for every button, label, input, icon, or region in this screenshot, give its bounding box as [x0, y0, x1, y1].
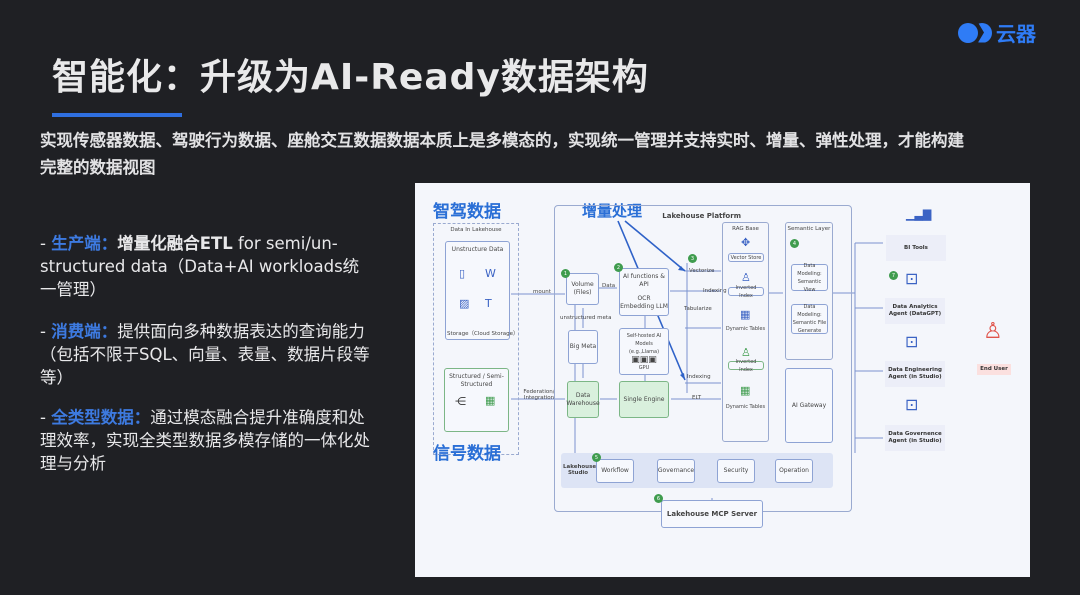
- semantic-layer: Semantic Layer 4 Data Modeling: Semantic…: [785, 222, 833, 360]
- governance-agent: Data Governence Agent (in Studio): [885, 425, 945, 451]
- ai-gateway: AI Gateway: [785, 368, 833, 443]
- bullet-bold: 增量化融合ETL: [117, 234, 233, 253]
- ai-functions-box: AI functions & API OCR Embedding LLM: [619, 268, 669, 316]
- logo: 云器: [958, 18, 1036, 47]
- label: Structured / Semi-Structured: [449, 373, 504, 388]
- step-badge: 7: [889, 271, 898, 280]
- vector-store: Vector Store: [728, 253, 764, 262]
- storage-label: Storage（Cloud Storage）: [447, 331, 519, 337]
- semantic-view: Data Modeling: Semantic View: [791, 263, 828, 293]
- intro-text: 实现传感器数据、驾驶行为数据、座舱交互数据数据本质上是多模态的，实现统一管理并支…: [40, 131, 964, 177]
- label: RAG Base: [732, 226, 759, 232]
- step-badge: 3: [688, 254, 697, 263]
- inverted-index: Inverted Index: [728, 359, 764, 373]
- single-engine-box: Single Engine: [619, 381, 669, 418]
- inverted-index: Inverted Index: [728, 285, 764, 299]
- analytics-agent: Data Analytics Agent (DataGPT): [885, 298, 945, 324]
- vectorize-label: Vectorize: [689, 268, 715, 274]
- logo-text: 云器: [996, 22, 1036, 46]
- graph-icon: ⋲: [455, 395, 466, 408]
- workflow-item: Workflow: [596, 459, 634, 483]
- bar-chart-icon: ▁▃▇: [906, 208, 932, 221]
- volume-box: Volume (Files): [566, 273, 599, 305]
- security-item: Security: [717, 459, 755, 483]
- word-icon: W: [485, 267, 496, 280]
- big-meta-box: Big Meta: [568, 330, 598, 364]
- label: Lakehouse Studio: [563, 464, 597, 476]
- logo-icon: [958, 22, 992, 44]
- engineering-agent: Data Engineering Agent (in Studio): [885, 361, 945, 387]
- meta-label: unstructured meta: [560, 315, 612, 321]
- step-badge: 4: [790, 239, 799, 248]
- label: Data In Lakehouse: [450, 227, 502, 233]
- operation-item: Operation: [775, 459, 813, 483]
- table-icon: ▦: [740, 308, 751, 321]
- pdf-icon: ▯: [459, 267, 466, 280]
- data-warehouse-box: Data Warehouse: [566, 381, 600, 418]
- label: OCR Embedding LLM: [620, 295, 668, 310]
- image-icon: ▨: [459, 297, 470, 310]
- label: AI functions & API: [622, 273, 665, 288]
- bullet-text: 通过模态融合提升准确度和处理效率，实现全类型数据多模存储的一体化处理与分析: [40, 408, 370, 473]
- step-badge: 1: [561, 269, 570, 278]
- platform-title: Lakehouse Platform: [662, 212, 741, 220]
- bullet-key: 全类型数据：: [51, 408, 151, 427]
- lakehouse-studio: Lakehouse Studio Workflow Governance Sec…: [561, 453, 833, 488]
- semantic-file: Data Modeling: Semantic File Generate: [791, 304, 828, 334]
- label-autodrive-data: 智驾数据: [433, 202, 501, 222]
- bullet-text: 提供面向多种数据表达的查询能力（包括不限于SQL、向量、表量、数据片段等等）: [40, 322, 370, 387]
- bullet-key: 生产端：: [51, 234, 118, 253]
- table-icon: ▦: [740, 384, 751, 397]
- bullet-text: for semi/un-structured data（Data+AI work…: [40, 234, 360, 299]
- search-user-icon: ♙: [741, 271, 751, 284]
- bullet-producer: - 生产端：增量化融合ETL for semi/un-structured da…: [40, 234, 360, 299]
- robot-icon: ⊡: [905, 269, 919, 288]
- slide-title: 智能化：升级为AI-Ready数据架构: [52, 57, 649, 98]
- label: GPU: [638, 364, 650, 371]
- governance-item: Governance: [657, 459, 695, 483]
- bi-tools: BI Tools: [886, 235, 946, 261]
- title-underline: [52, 113, 182, 117]
- self-hosted-models-box: Self-hosted AI Models (e.g.,Llama)▣▣▣GPU: [619, 328, 669, 375]
- unstructure-data-box: Unstructure Data: [445, 241, 510, 340]
- step-badge: 5: [592, 453, 601, 462]
- dynamic-tables: Dynamic Tables: [725, 326, 766, 332]
- rag-base: RAG Base ✥ Vector Store ♙ Inverted Index…: [722, 222, 769, 442]
- elt-label: ELT: [692, 395, 702, 401]
- robot-icon: ⊡: [905, 332, 919, 351]
- gpu-icon: ▣▣▣: [631, 354, 657, 365]
- table-icon: ▦: [485, 394, 496, 407]
- dynamic-tables: Dynamic Tables: [725, 404, 766, 410]
- architecture-diagram: 智驾数据 增量处理 Data In Lakehouse Unstructure …: [415, 183, 1030, 577]
- user-icon: ♙: [983, 319, 1003, 344]
- label-signal-data: 信号数据: [433, 444, 501, 464]
- end-user: End User: [977, 364, 1011, 375]
- bullet-consumer: - 消费端：提供面向多种数据表达的查询能力（包括不限于SQL、向量、表量、数据片…: [40, 322, 370, 387]
- text-file-icon: T: [485, 297, 492, 310]
- robot-icon: ⊡: [905, 395, 919, 414]
- label: Unstructure Data: [451, 246, 504, 253]
- search-user-icon: ♙: [741, 346, 751, 359]
- mount-label: mount: [533, 289, 551, 295]
- step-badge: 2: [614, 263, 623, 272]
- mcp-server: Lakehouse MCP Server: [661, 500, 763, 528]
- structured-data-box: Structured / Semi-Structured: [444, 368, 509, 432]
- step-badge: 6: [654, 494, 663, 503]
- indexing-label: Indexing: [687, 374, 711, 380]
- label: Semantic Layer: [787, 226, 831, 232]
- data-in-lakehouse: Data In Lakehouse: [433, 223, 519, 455]
- tabularize-label: Tabularize: [684, 306, 712, 312]
- data-label: Data: [602, 283, 616, 289]
- label: Self-hosted AI Models (e.g.,Llama): [626, 332, 662, 355]
- federation-label: Federation/ Integration: [523, 389, 555, 401]
- label-incremental: 增量处理: [582, 202, 643, 220]
- indexing-label: Indexing: [703, 288, 727, 294]
- bullet-all-types: - 全类型数据：通过模态融合提升准确度和处理效率，实现全类型数据多模存储的一体化…: [40, 408, 370, 473]
- vector-icon: ✥: [741, 236, 751, 249]
- bullet-key: 消费端：: [51, 322, 118, 341]
